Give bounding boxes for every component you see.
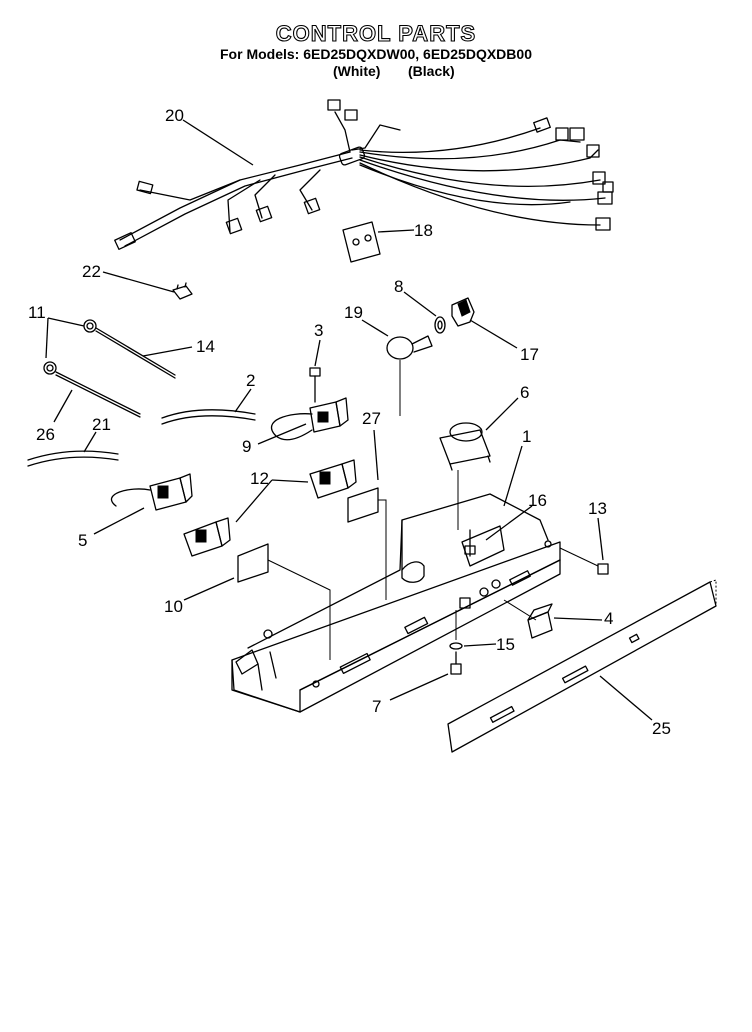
wiring-harness-part-20 (114, 99, 614, 250)
clip-part-22 (172, 282, 193, 300)
callout-13: 13 (588, 499, 607, 518)
callout-7: 7 (372, 697, 381, 716)
callout-18: 18 (414, 221, 433, 240)
label-part-10 (237, 543, 331, 660)
variant-black-label: (Black) (408, 63, 455, 79)
callout-4: 4 (604, 609, 613, 628)
callout-17: 17 (520, 345, 539, 364)
lamp-part-19 (386, 335, 433, 416)
models-line: For Models: 6ED25DQXDW00, 6ED25DQXDB00 (220, 46, 532, 62)
callout-2: 2 (246, 371, 255, 390)
tube-part-2 (161, 409, 256, 425)
diagram-title: CONTROL PARTS (275, 21, 477, 46)
callout-10: 10 (164, 597, 183, 616)
sensor-parts-11-14-26 (43, 319, 176, 418)
callout-16: 16 (528, 491, 547, 510)
callout-11: 11 (28, 303, 46, 322)
screw-part-3 (309, 367, 321, 403)
switch-part-12 (183, 459, 357, 557)
callout-9: 9 (242, 437, 251, 456)
callout-3: 3 (314, 321, 323, 340)
callout-21: 21 (92, 415, 111, 434)
callout-1: 1 (522, 427, 531, 446)
label-part-27 (347, 487, 387, 600)
insulator-part-18 (342, 221, 381, 263)
screw-part-7 (450, 651, 462, 675)
screw-part-16 (464, 529, 476, 557)
callout-leaders (45, 119, 653, 721)
switch-part-5 (110, 473, 193, 511)
callout-22: 22 (82, 262, 101, 281)
callout-19: 19 (344, 303, 363, 322)
grommet-part-8 (434, 316, 446, 334)
screw-part-13 (559, 547, 609, 575)
callout-25: 25 (652, 719, 671, 738)
bracket-part-4 (527, 603, 553, 639)
diagram-header: CONTROL PARTS For Models: 6ED25DQXDW00, … (0, 21, 752, 62)
callout-5: 5 (78, 531, 87, 550)
variant-white-label: (White) (333, 63, 381, 79)
control-housing-part-1 (231, 493, 561, 713)
tube-part-21 (27, 450, 119, 467)
panel-part-25 (447, 579, 717, 753)
callout-12: 12 (250, 469, 269, 488)
lamp-socket-part-17 (451, 297, 475, 327)
control-part-6 (439, 422, 491, 530)
callout-20: 20 (165, 106, 184, 125)
callout-15: 15 (496, 635, 515, 654)
callout-26: 26 (36, 425, 55, 444)
callout-14: 14 (196, 337, 215, 356)
callout-8: 8 (394, 277, 403, 296)
callout-27: 27 (362, 409, 381, 428)
washer-part-15 (449, 610, 463, 650)
callout-6: 6 (520, 383, 529, 402)
callout-numbers: 20 18 22 11 14 3 19 8 17 2 26 21 9 27 6 … (28, 106, 671, 738)
